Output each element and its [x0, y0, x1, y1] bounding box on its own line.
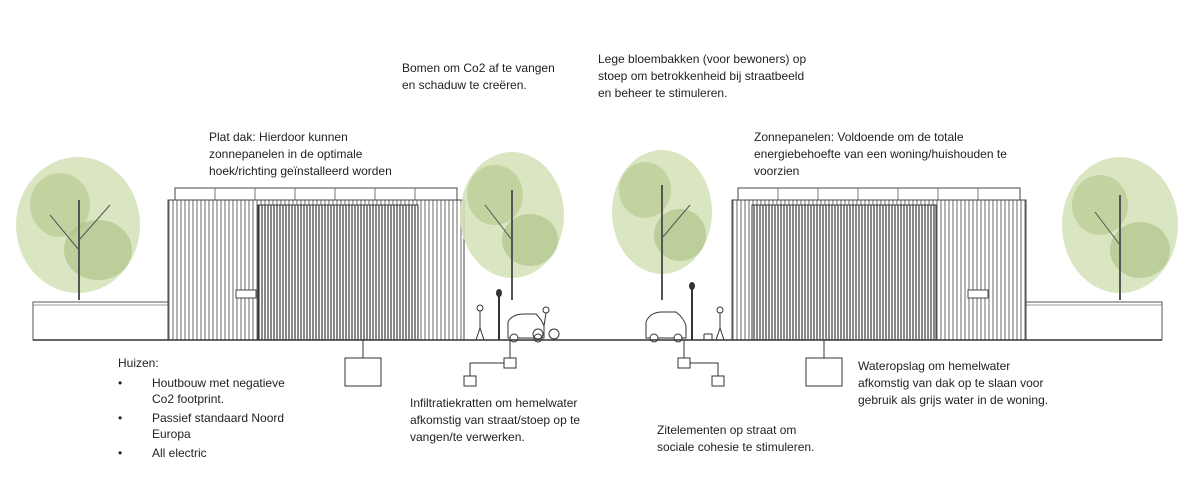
- infiltration-crate-right: [677, 340, 725, 387]
- house-right: [731, 187, 1027, 341]
- car-right: [645, 311, 687, 343]
- tree-center-right: [612, 150, 712, 300]
- pedestrian-left: [475, 304, 485, 341]
- annotation-water-storage: Wateropslag om hemelwater afkomstig van …: [858, 359, 1049, 407]
- cyclist: [532, 306, 560, 340]
- houses-list: Huizen: Houtbouw met negatieve Co2 footp…: [118, 355, 285, 464]
- pedestrian-with-dog: [703, 306, 725, 341]
- houses-heading: Huizen:: [118, 356, 159, 370]
- annotation-seating: Zitelementen op straat om sociale cohesi…: [657, 423, 815, 454]
- tree-far-left: [16, 157, 140, 300]
- car-left: [507, 313, 545, 343]
- houses-item-electric: All electric: [118, 445, 285, 461]
- annotation-flat-roof: Plat dak: Hierdoor kunnen zonnepanelen i…: [209, 130, 392, 178]
- tree-center-left: [460, 152, 564, 300]
- tree-far-right: [1062, 157, 1178, 300]
- annotation-planters: Lege bloembakken (voor bewoners) op stoe…: [598, 52, 807, 100]
- house-left: [167, 187, 465, 341]
- houses-item-timber: Houtbouw met negatieve Co2 footprint.: [118, 375, 285, 407]
- street-lamp-right: [689, 282, 695, 340]
- annotation-trees: Bomen om Co2 af te vangen en schaduw te …: [402, 61, 555, 92]
- water-tank-right: [805, 340, 843, 387]
- infiltration-crate-left: [463, 340, 517, 387]
- street-lamp-left: [496, 289, 502, 340]
- annotation-infiltration: Infiltratiekratten om hemelwater afkomst…: [410, 396, 581, 444]
- water-tank-left: [344, 340, 382, 387]
- annotation-solar-panels: Zonnepanelen: Voldoende om de totale ene…: [754, 130, 1007, 178]
- houses-item-passive: Passief standaard Noord Europa: [118, 410, 285, 442]
